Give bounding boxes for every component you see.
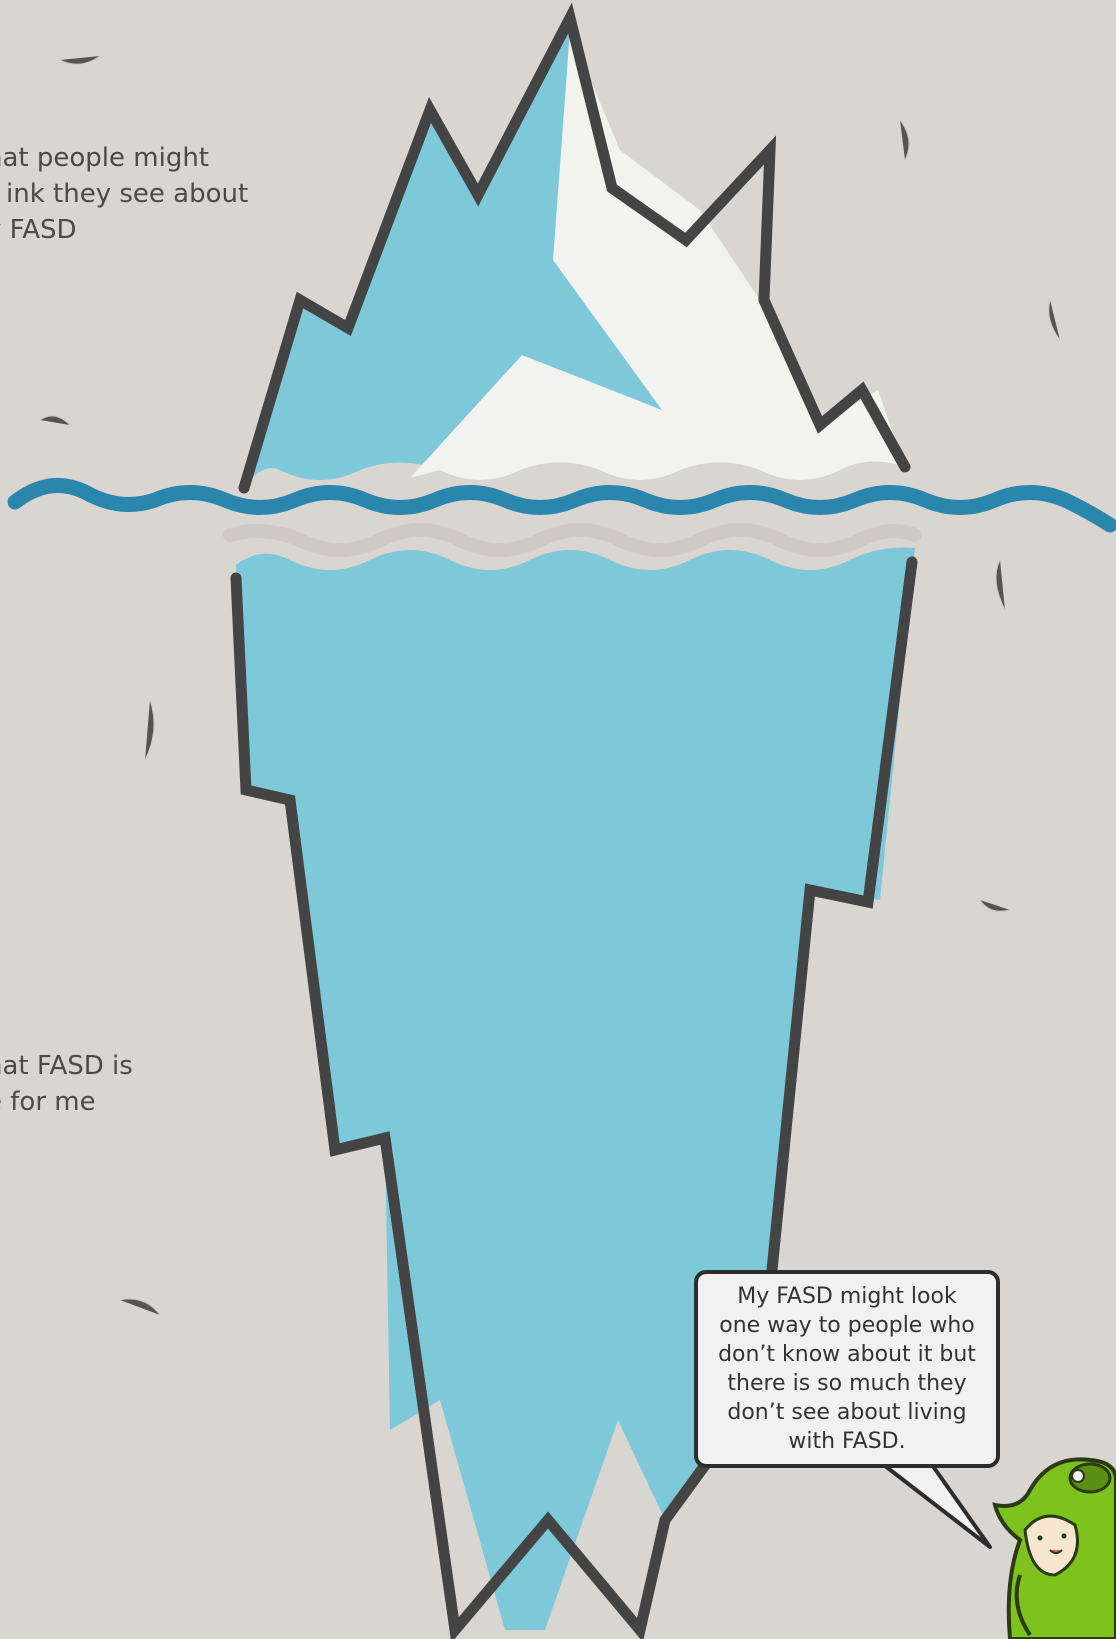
speech-bubble: My FASD might look one way to people who… bbox=[694, 1270, 1000, 1468]
below-water-label-line: e for me bbox=[0, 1084, 133, 1120]
above-water-label-line: y FASD bbox=[0, 212, 248, 248]
speech-bubble-line: there is so much they bbox=[706, 1369, 988, 1398]
iceberg-tip bbox=[244, 18, 905, 488]
speech-bubble-line: with FASD. bbox=[706, 1427, 988, 1456]
water-wave-icon bbox=[15, 485, 1110, 525]
above-water-label-line: ink they see about bbox=[0, 176, 248, 212]
below-water-label: hat FASD is e for me bbox=[0, 1048, 133, 1120]
water-line bbox=[15, 485, 1110, 550]
speech-bubble-line: My FASD might look bbox=[706, 1282, 988, 1311]
below-water-label-line: hat FASD is bbox=[0, 1048, 133, 1084]
speech-bubble-tail bbox=[880, 1462, 990, 1547]
speech-bubble-line: don’t know about it but bbox=[706, 1340, 988, 1369]
green-dinosaur-costume-character-icon bbox=[995, 1459, 1116, 1639]
speech-bubble-line: one way to people who bbox=[706, 1311, 988, 1340]
water-wave-shadow bbox=[230, 530, 915, 550]
above-water-label-line: hat people might bbox=[0, 140, 248, 176]
speech-bubble-line: don’t see about living bbox=[706, 1398, 988, 1427]
above-water-label: hat people might ink they see about y FA… bbox=[0, 140, 248, 248]
